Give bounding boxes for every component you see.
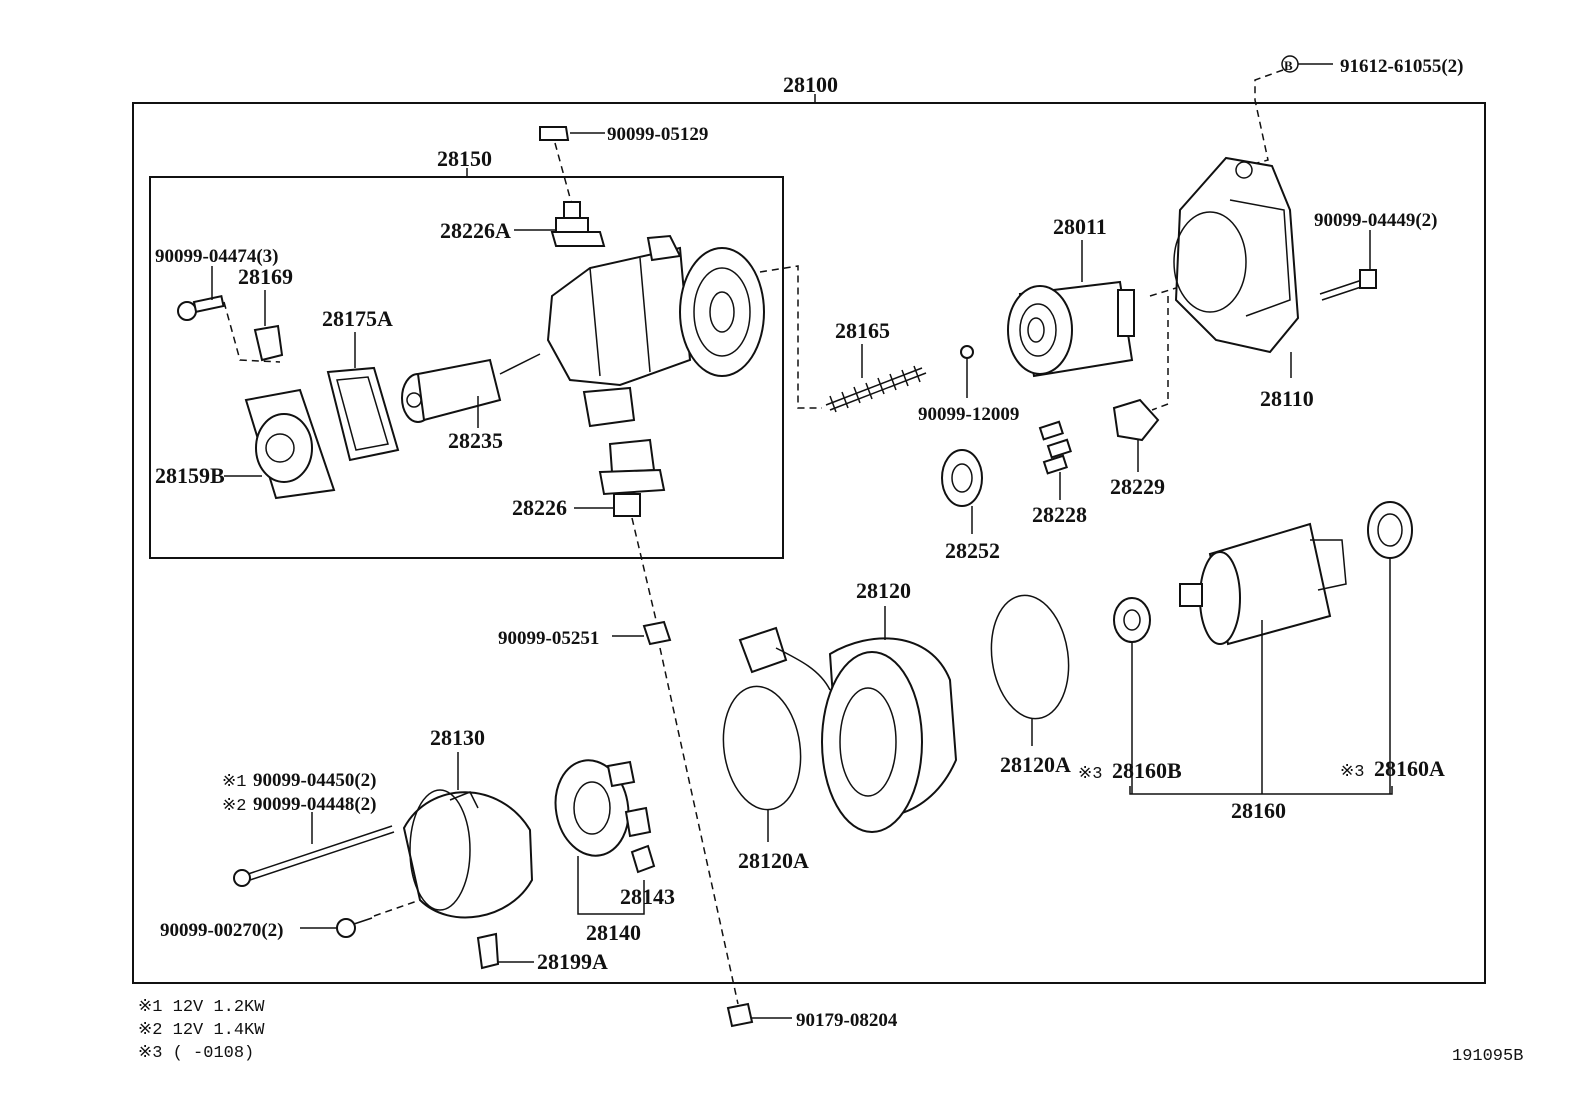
svg-text:B: B — [1284, 58, 1293, 73]
label-28120A-right: 28120A — [1000, 752, 1071, 777]
label-90099-00270: 90099-00270(2) — [160, 920, 283, 941]
label-28160A: 28160A — [1374, 756, 1445, 781]
marker-2: ※2 — [222, 797, 246, 816]
label-91612-61055: 91612-61055(2) — [1340, 56, 1463, 77]
label-28228: 28228 — [1032, 502, 1087, 527]
clip-28169-icon — [253, 324, 284, 362]
label-28252: 28252 — [945, 538, 1000, 563]
label-28169: 28169 — [238, 264, 293, 289]
magnetic-switch-housing-icon — [546, 234, 765, 428]
bolt-04449-icon — [1319, 269, 1377, 301]
footnote-3: ※3 ( -0108) — [138, 1044, 254, 1063]
label-28150: 28150 — [437, 146, 492, 171]
label-90099-04449: 90099-04449(2) — [1314, 210, 1437, 231]
gasket-28175a-icon — [326, 366, 400, 462]
rollers-28228-icon — [1038, 420, 1072, 475]
end-cover-28159b-icon — [244, 388, 336, 500]
retainer-28229-icon — [1112, 398, 1160, 442]
o-ring-28120a-right-icon — [990, 594, 1070, 720]
label-90099-12009: 90099-12009 — [918, 404, 1019, 425]
o-ring-28120a-left-icon — [722, 685, 802, 811]
spring-28165-icon — [825, 365, 927, 413]
b-marker-icon: B — [1281, 55, 1299, 73]
label-28229: 28229 — [1110, 474, 1165, 499]
cap-05129-icon — [539, 126, 570, 141]
footnote-2: ※2 12V 1.4KW — [138, 1021, 265, 1040]
nut-05251-icon — [642, 620, 672, 646]
terminal-28226a-icon — [550, 201, 606, 247]
label-90099-04450: 90099-04450(2) — [253, 770, 376, 791]
through-bolt-icon — [233, 825, 395, 887]
terminal-28226-icon — [598, 438, 666, 517]
armature-28160-icon — [1179, 522, 1347, 646]
end-frame-28130-icon — [402, 789, 534, 919]
label-28159B: 28159B — [155, 463, 225, 488]
bearing-28160b-icon — [1113, 597, 1151, 643]
label-28120: 28120 — [856, 578, 911, 603]
label-28235: 28235 — [448, 428, 503, 453]
figure-code: 191095B — [1452, 1047, 1523, 1066]
label-28140: 28140 — [586, 920, 641, 945]
assembly-28100-frame — [132, 102, 1486, 984]
label-28110: 28110 — [1260, 386, 1314, 411]
marker-3-28160A: ※3 — [1340, 763, 1364, 782]
label-28160: 28160 — [1231, 798, 1286, 823]
label-28120A-left: 28120A — [738, 848, 809, 873]
label-28130: 28130 — [430, 725, 485, 750]
label-28100: 28100 — [783, 72, 838, 97]
label-28175A: 28175A — [322, 306, 393, 331]
footnote-1: ※1 12V 1.2KW — [138, 998, 265, 1017]
brush-spring-28143-icon — [630, 844, 656, 874]
label-28226: 28226 — [512, 495, 567, 520]
label-28199A: 28199A — [537, 949, 608, 974]
label-90099-04448: 90099-04448(2) — [253, 794, 376, 815]
starter-housing-28110-icon — [1173, 156, 1300, 354]
bolt-04474-icon — [177, 294, 225, 321]
label-28011: 28011 — [1053, 214, 1107, 239]
marker-3-28160B: ※3 — [1078, 765, 1102, 784]
starter-clutch-28011-icon — [1007, 280, 1135, 378]
label-90099-05129: 90099-05129 — [607, 124, 708, 145]
label-90099-05251: 90099-05251 — [498, 628, 599, 649]
idler-gear-28252-icon — [941, 449, 983, 507]
label-28226A: 28226A — [440, 218, 511, 243]
brush-holder-28140-icon — [554, 759, 652, 857]
yoke-28120-icon — [738, 626, 958, 833]
label-28160B: 28160B — [1112, 758, 1182, 783]
marker-1: ※1 — [222, 773, 246, 792]
label-90099-04474: 90099-04474(3) — [155, 246, 278, 267]
nut-08204-icon — [726, 1002, 754, 1028]
label-90179-08204: 90179-08204 — [796, 1010, 898, 1031]
steel-ball-icon — [960, 345, 974, 359]
label-28143: 28143 — [620, 884, 675, 909]
bearing-28160a-icon — [1367, 501, 1413, 559]
label-28165: 28165 — [835, 318, 890, 343]
screw-00270-icon — [336, 917, 373, 938]
grommet-28199a-icon — [476, 932, 500, 970]
plunger-28235-icon — [401, 353, 541, 423]
